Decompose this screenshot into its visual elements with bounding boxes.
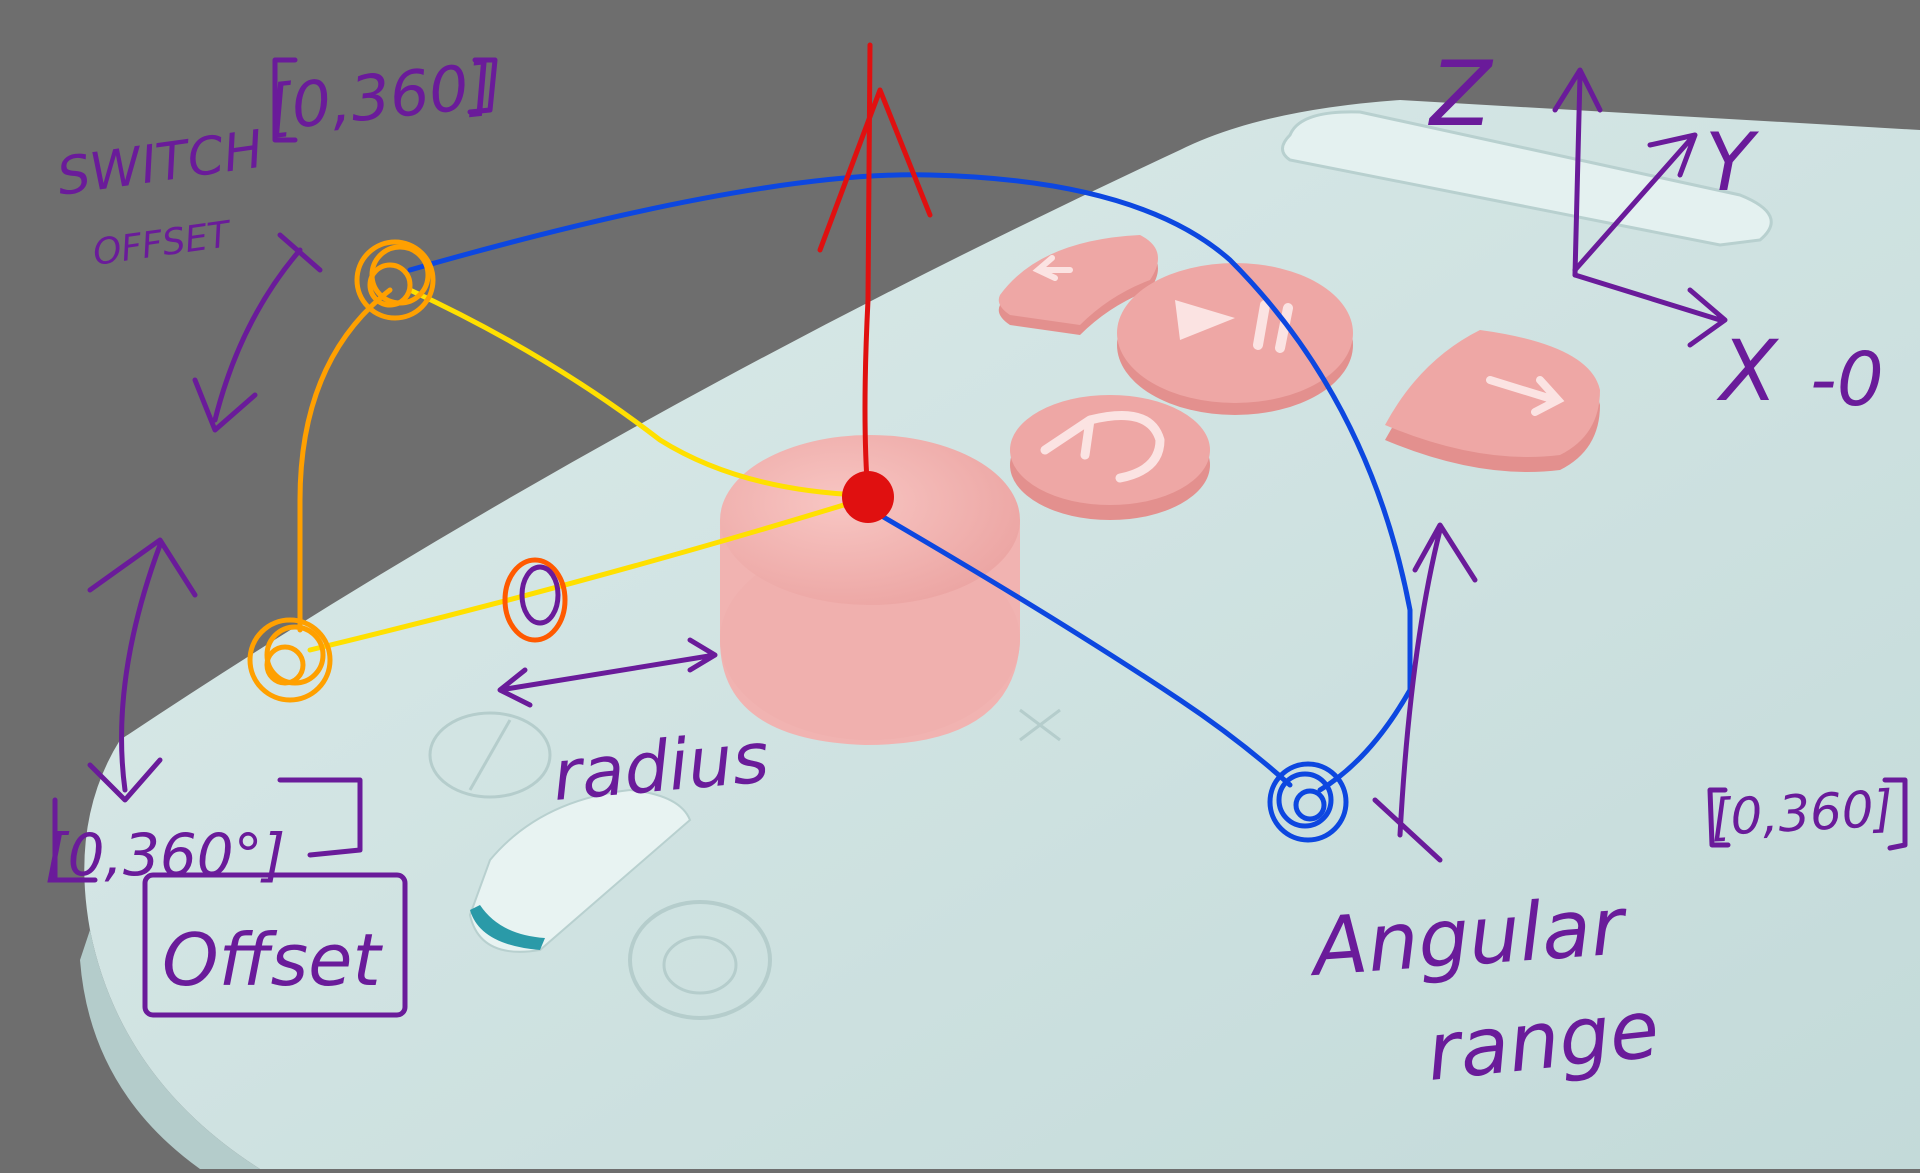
offset-box: [142, 872, 408, 1018]
x-axis-mark: -0: [1810, 337, 1884, 423]
rewind-button[interactable]: [998, 235, 1158, 335]
red-center-dot: [842, 471, 894, 523]
z-axis-label: Z: [1428, 42, 1494, 147]
radius-arrow: [497, 637, 718, 708]
forward-icon: [1486, 376, 1565, 416]
play-pause-icon: [1175, 300, 1293, 353]
blue-arc: [407, 172, 1413, 793]
play-pause-button[interactable]: [1117, 263, 1353, 415]
embossed-circle-icon: [628, 900, 772, 1020]
replay-button[interactable]: [1010, 395, 1210, 520]
orange-radius-dot[interactable]: [502, 557, 568, 643]
yellow-lines: [307, 287, 863, 653]
orange-dot-top[interactable]: [354, 239, 436, 321]
x-axis-label: X: [1716, 322, 1780, 420]
z-axis-arrow: [1552, 67, 1603, 278]
right-range-label: [0,360]: [1710, 780, 1895, 847]
axis-gizmo: [1552, 67, 1728, 348]
left-range-label: [0,360°]: [45, 821, 285, 889]
radius-label: radius: [549, 716, 772, 817]
device-side-slot: [468, 788, 692, 953]
switch-offset-arrow: [192, 247, 303, 433]
orange-line: [297, 287, 393, 633]
blue-dot[interactable]: [1267, 761, 1349, 843]
replay-icon: [1040, 411, 1165, 483]
x-axis-arrow: [1572, 272, 1728, 348]
y-axis-label: Y: [1705, 116, 1760, 209]
orange-dot-bottom[interactable]: [247, 617, 333, 703]
offset-label: Offset: [162, 918, 383, 1002]
forward-button[interactable]: [1385, 330, 1600, 472]
angular-range-arrow: [1372, 522, 1478, 863]
angular-label-line1: Angular: [1305, 879, 1632, 994]
purple-arrows: [52, 57, 1908, 1018]
rewind-icon: [1032, 255, 1073, 281]
knob[interactable]: [720, 435, 1020, 745]
embossed-power-icon: [428, 711, 552, 799]
embossed-x-icon: [1019, 708, 1061, 742]
media-buttons: [998, 235, 1600, 520]
y-axis-arrow: [1572, 132, 1698, 273]
device-slot: [1281, 110, 1773, 247]
left-vertical-arrow: [87, 537, 198, 803]
